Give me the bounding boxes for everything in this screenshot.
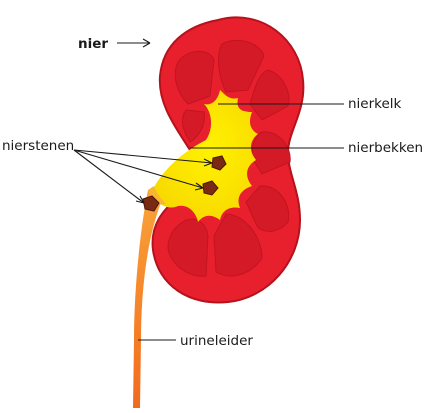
label-urineleider: urineleider bbox=[180, 333, 253, 349]
label-nierkelk: nierkelk bbox=[348, 96, 402, 112]
label-nierstenen: nierstenen bbox=[2, 138, 74, 154]
leader-nierstenen-3 bbox=[74, 150, 144, 203]
label-nier: nier bbox=[78, 36, 108, 52]
label-nierbekken: nierbekken bbox=[348, 140, 423, 156]
